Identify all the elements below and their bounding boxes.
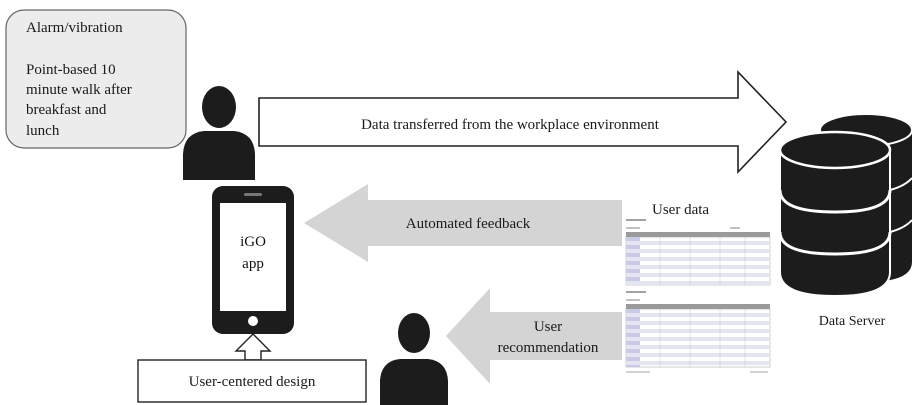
data-server-label: Data Server — [819, 314, 886, 329]
worker-person-icon — [183, 86, 255, 180]
alarm-note-background — [5, 9, 187, 149]
phone-app-line1: iGO — [240, 234, 266, 250]
alarm-note-line3: minute walk after — [26, 82, 132, 98]
alarm-note-line1: Alarm/vibration — [26, 20, 123, 36]
smartphone-screen — [220, 203, 286, 311]
alarm-note-line2: Point-based 10 — [26, 62, 116, 78]
user-data-table-1 — [625, 219, 771, 286]
user-data-panel: User data — [624, 196, 772, 378]
smartphone-home-button — [248, 316, 258, 326]
user-centered-design-box-border — [137, 359, 367, 403]
user-centered-design-box: User-centered design — [137, 359, 367, 403]
design-to-app-arrow-shape — [234, 333, 272, 361]
alarm-note-line4: breakfast and — [26, 102, 107, 118]
data-transfer-arrow: Data transferred from the workplace envi… — [258, 70, 788, 174]
user-recommendation-arrow: User recommendation — [446, 288, 622, 384]
user-centered-design-label: User-centered design — [189, 374, 316, 390]
alarm-note-line5: lunch — [26, 123, 60, 139]
alarm-note-box: Alarm/vibration Point-based 10 minute wa… — [5, 9, 187, 149]
data-transfer-label: Data transferred from the workplace envi… — [361, 117, 660, 133]
user-recommendation-arrow-shape — [446, 288, 622, 384]
recipient-person-icon — [380, 313, 448, 405]
design-to-app-arrow — [234, 333, 272, 361]
data-server-icon — [778, 113, 913, 298]
smartphone-speaker — [244, 193, 262, 196]
data-transfer-arrow-shape — [258, 70, 788, 174]
smartphone-icon: iGO app — [212, 186, 294, 334]
user-recommendation-label-line2: recommendation — [498, 340, 599, 356]
user-data-title: User data — [652, 202, 709, 218]
automated-feedback-arrow: Automated feedback — [304, 184, 622, 262]
user-data-table-2 — [625, 291, 771, 373]
automated-feedback-label: Automated feedback — [406, 216, 531, 232]
automated-feedback-arrow-shape — [304, 184, 622, 262]
user-recommendation-label-line1: User — [534, 319, 562, 335]
phone-app-line2: app — [242, 256, 264, 272]
